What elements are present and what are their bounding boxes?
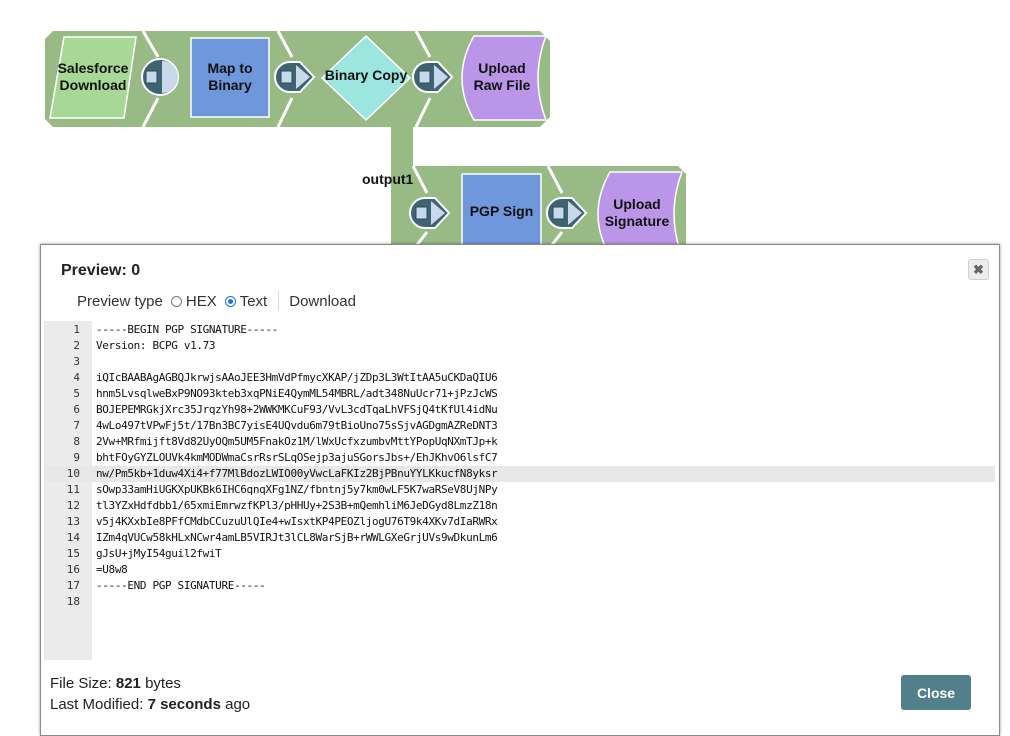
line-number: 16 [66,563,80,576]
code-line[interactable]: 8 2Vw+MRfmijft8Vd82UyOQm5UM5FnakOz1M/lWxU… [44,434,995,450]
code-line[interactable]: 11 sOwp33amHiUGKXpUKBk6IHC6qnqXFg1NZ/fbnt… [44,482,995,498]
line-text: gJsU+jMyI54guil2fwiT [96,547,222,560]
code-line[interactable]: 10 nw/Pm5kb+1duw4Xi4+f77MlBdozLWIO00yVwcL… [44,466,995,482]
preview-type-bar: Preview type HEX Text Download [77,291,356,311]
last-modified: Last Modified: 7 seconds ago [50,696,250,713]
text-radio-label[interactable]: Text [239,292,268,310]
line-text: nw/Pm5kb+1duw4Xi4+f77MlBdozLWIO00yVwcLaF… [96,467,498,480]
line-text: sOwp33amHiUGKXpUKBk6IHC6qnqXFg1NZ/fbntnj… [96,483,498,496]
file-size-value: 821 [115,675,141,692]
binary-copy-snap[interactable] [320,34,412,122]
close-button[interactable]: Close [901,675,971,710]
line-number: 10 [66,467,80,480]
connector-map-output[interactable] [274,61,316,93]
code-line[interactable]: 17 -----END PGP SIGNATURE----- [44,578,995,594]
line-number: 3 [73,355,80,368]
dialog-title: Preview: 0 [61,262,141,279]
line-number: 7 [73,419,80,432]
file-size: File Size: 821 bytes [50,675,181,692]
line-number-gutter [44,321,92,660]
line-number: 12 [66,499,80,512]
connector-salesforce-output[interactable] [141,58,179,96]
line-number: 5 [73,387,80,400]
line-text: 2Vw+MRfmijft8Vd82UyOQm5UM5FnakOz1M/lWxUc… [96,435,498,448]
line-number: 11 [66,483,80,496]
code-line[interactable]: 6 BOJEPEMRGkjXrc35JrqzYh98+2WWKMKCuF93/Vv… [44,402,995,418]
code-line[interactable]: 4 iQIcBAABAgAGBQJkrwjsAAoJEE3HmVdPfmycXKA… [44,370,995,386]
last-modified-value: 7 seconds [147,696,221,713]
code-line[interactable]: 2 Version: BCPG v1.73 [44,338,995,354]
hex-radio[interactable] [170,295,182,307]
salesforce-download-snap[interactable] [49,36,137,119]
line-text: IZm4qVUCw58kHLxNCwr4amLB5VIRJt3lCL8WarSj… [96,531,498,544]
code-line[interactable]: 1 -----BEGIN PGP SIGNATURE----- [44,322,995,338]
code-line[interactable]: 16 =U8w8 [44,562,995,578]
line-text: BOJEPEMRGkjXrc35JrqzYh98+2WWKMKCuF93/VvL… [96,403,498,416]
line-text: hnm5LvsqlweBxP9NO93kteb3xqPNiE4QymML54MB… [96,387,498,400]
line-number: 14 [66,531,80,544]
last-modified-suffix: ago [225,696,251,713]
line-text: =U8w8 [96,563,128,576]
code-line[interactable]: 14 IZm4qVUCw58kHLxNCwr4amLB5VIRJt3lCL8War… [44,530,995,546]
line-number: 6 [73,403,80,416]
code-editor[interactable]: 1 -----BEGIN PGP SIGNATURE----- 2 Version: … [44,321,995,660]
line-number: 2 [73,339,80,352]
preview-dialog: Preview: 0 ✖ Preview type HEX Text Downl… [40,244,1000,736]
code-line[interactable]: 5 hnm5LvsqlweBxP9NO93kteb3xqPNiE4QymML54M… [44,386,995,402]
output-view-label: output1 [362,171,414,187]
line-text: iQIcBAABAgAGBQJkrwjsAAoJEE3HmVdPfmycXKAP… [96,371,498,384]
download-link[interactable]: Download [289,292,356,310]
line-text: v5j4KXxbIe8PFfCMdbCCuzuUlQIe4+wIsxtKP4PE… [96,515,498,528]
connector-copy-output[interactable] [412,61,454,93]
pgp-sign-snap[interactable] [461,173,542,250]
file-size-label: File Size: [50,675,112,692]
binary-copy-label: Binary Copy [324,66,408,83]
line-number: 15 [66,547,80,560]
pgp-sign-label: PGP Sign [469,202,534,219]
line-text: bhtFOyGYZLOUVk4kmMODWmaCsrRsrSLqOSejp3aj… [96,451,498,464]
line-number: 1 [73,323,80,336]
divider [278,291,280,311]
code-line[interactable]: 7 4wLo497tVPwFj5t/17Bn3BC7yisE4UQvdu6m79t… [44,418,995,434]
code-line[interactable]: 18 [44,594,995,610]
code-line[interactable]: 3 [44,354,995,370]
code-line[interactable]: 15 gJsU+jMyI54guil2fwiT [44,546,995,562]
text-radio[interactable] [224,295,236,307]
connector-pgp-output[interactable] [546,197,588,229]
pipeline-branch-connector [391,125,413,175]
line-text: Version: BCPG v1.73 [96,339,216,352]
code-line[interactable]: 9 bhtFOyGYZLOUVk4kmMODWmaCsrRsrSLqOSejp3a… [44,450,995,466]
close-x-icon[interactable]: ✖ [968,259,989,280]
preview-type-label: Preview type [77,292,163,310]
pipeline-graph [45,30,686,250]
line-number: 8 [73,435,80,448]
upload-raw-file-snap[interactable] [461,35,548,121]
line-number: 13 [66,515,80,528]
line-number: 9 [73,451,80,464]
upload-signature-snap[interactable] [597,171,684,250]
line-text: -----END PGP SIGNATURE----- [96,579,266,592]
hex-radio-label[interactable]: HEX [185,292,217,310]
code-line[interactable]: 13 v5j4KXxbIe8PFfCMdbCCuzuUlQIe4+wIsxtKP4… [44,514,995,530]
last-modified-label: Last Modified: [50,696,144,713]
file-size-unit: bytes [145,675,181,692]
map-to-binary-snap[interactable] [190,37,270,118]
line-text: tl3YZxHdfdbb1/65xmiEmrwzfKPl3/pHHUy+2S3B… [96,499,498,512]
line-text: -----BEGIN PGP SIGNATURE----- [96,323,278,336]
line-number: 4 [73,371,80,384]
line-number: 18 [66,595,80,608]
line-text: 4wLo497tVPwFj5t/17Bn3BC7yisE4UQvdu6m79tB… [96,419,498,432]
line-number: 17 [66,579,80,592]
code-line[interactable]: 12 tl3YZxHdfdbb1/65xmiEmrwzfKPl3/pHHUy+2S… [44,498,995,514]
connector-pgp-input[interactable] [409,197,451,229]
